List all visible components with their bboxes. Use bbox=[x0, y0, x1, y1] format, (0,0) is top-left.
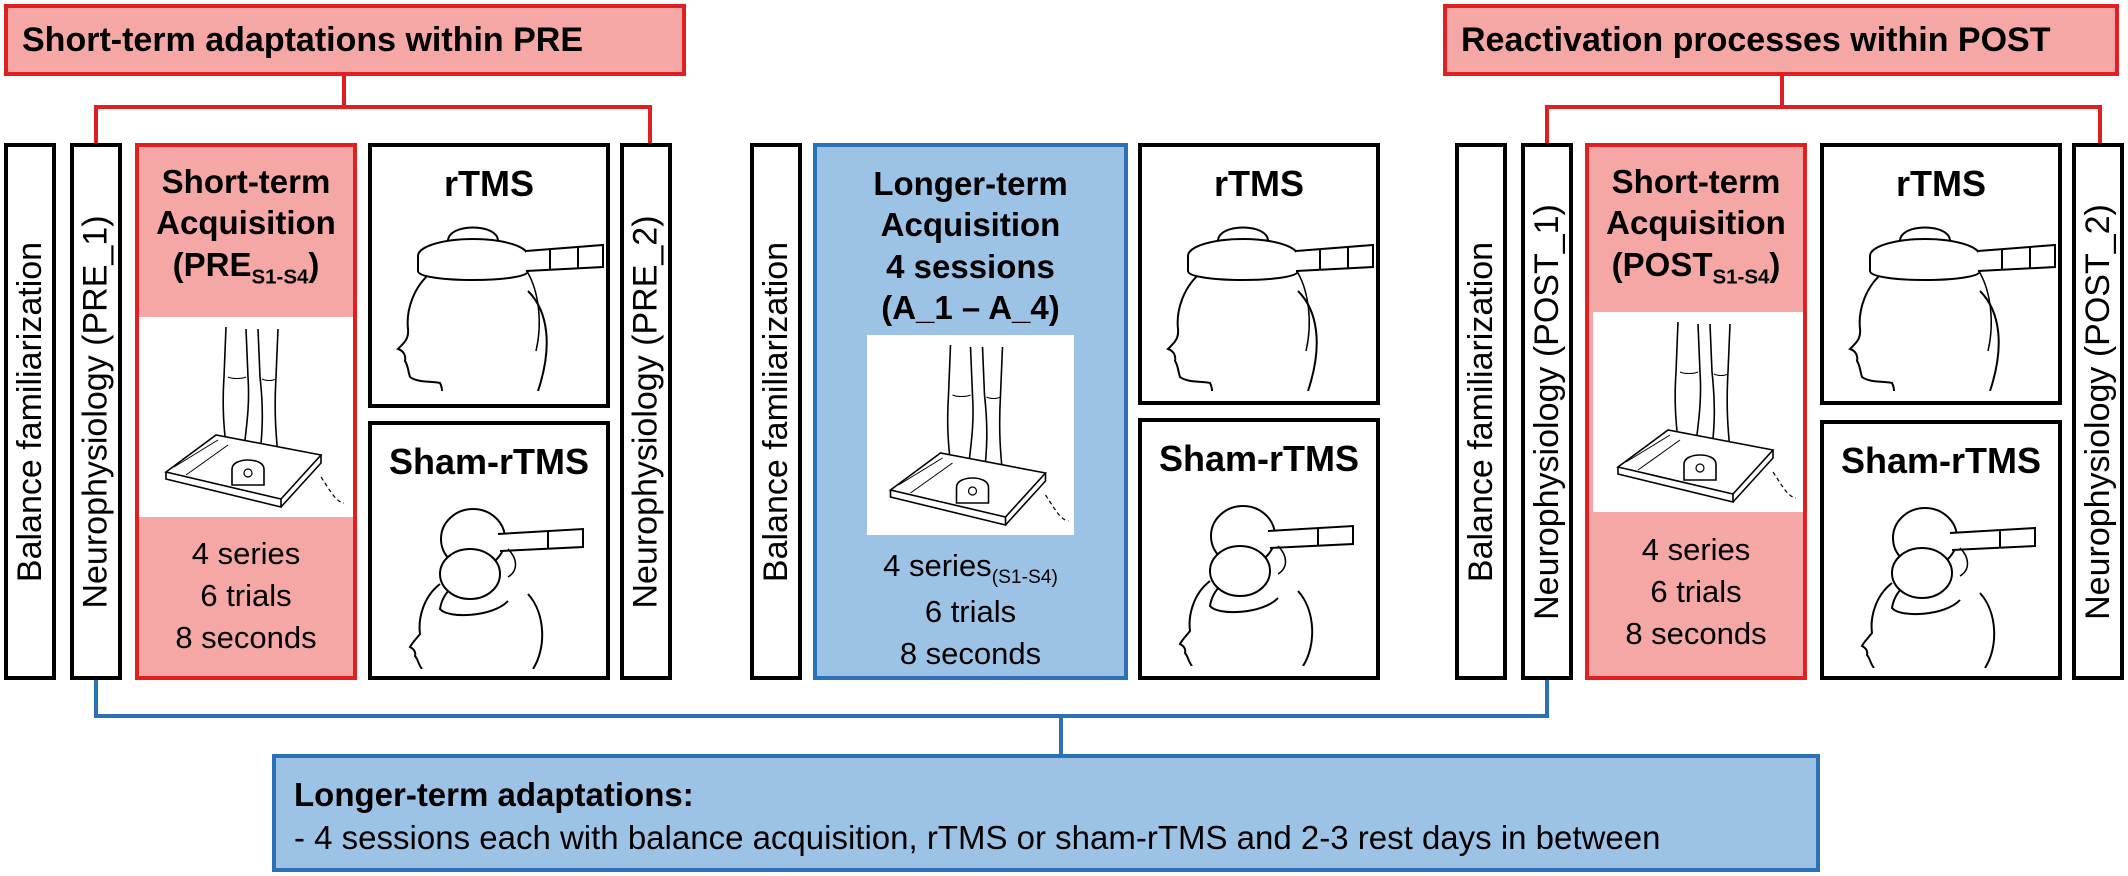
pre-acq-trials: 6 trials bbox=[200, 577, 292, 613]
neurophysiology-pre1-label: Neurophysiology (PRE_1) bbox=[77, 214, 116, 609]
post-acq-series: 4 series bbox=[1641, 532, 1751, 567]
pre-rtms-label: rTMS bbox=[444, 163, 534, 204]
column-balance-familiarization-post: Balance familiarization bbox=[1455, 143, 1507, 680]
bottom-bracket-leg-pre1 bbox=[94, 680, 98, 718]
left-bracket-leg-pre1 bbox=[94, 105, 98, 143]
longer-acq-line3: 4 sessions bbox=[886, 247, 1055, 285]
neurophysiology-post2-label: Neurophysiology (POST_2) bbox=[2079, 203, 2117, 620]
rtms-head-icon bbox=[1148, 211, 1378, 391]
longer-term-adaptations-text: - 4 sessions each with balance acquisiti… bbox=[294, 818, 1661, 856]
header-short-term-pre-label: Short-term adaptations within PRE bbox=[22, 20, 584, 59]
longer-acq-series: 4 series(S1-S4) bbox=[883, 548, 1058, 589]
longer-term-adaptations-title: Longer-term adaptations: bbox=[294, 776, 694, 813]
longer-balance-platform-image bbox=[867, 335, 1074, 535]
post-acq-line3: (POSTS1-S4) bbox=[1611, 245, 1781, 289]
bottom-bracket-bar bbox=[94, 714, 1549, 718]
header-short-term-pre: Short-term adaptations within PRE bbox=[4, 4, 686, 76]
balance-familiarization-post-label: Balance familiarization bbox=[1462, 241, 1501, 582]
pre-acq-line3: (PRES1-S4) bbox=[172, 245, 320, 289]
post-rtms-box: rTMS bbox=[1820, 143, 2062, 405]
sham-head-icon bbox=[1830, 488, 2060, 668]
post-balance-platform-image bbox=[1593, 312, 1803, 512]
pre-acq-seconds: 8 seconds bbox=[175, 619, 317, 655]
mid-sham-box: Sham-rTMS bbox=[1138, 418, 1380, 680]
pre-acq-line2: Acquisition bbox=[156, 204, 336, 242]
right-bracket-leg-post1 bbox=[1545, 105, 1549, 143]
rtms-head-icon bbox=[378, 211, 608, 391]
mid-sham-label: Sham-rTMS bbox=[1158, 438, 1360, 479]
longer-acq-line4: (A_1 – A_4) bbox=[881, 288, 1060, 326]
pre-acq-line1: Short-term bbox=[161, 163, 331, 200]
sham-head-icon bbox=[378, 489, 608, 669]
header-reactivation-post-label: Reactivation processes within POST bbox=[1461, 20, 2051, 59]
post-short-term-acquisition: Short-term Acquisition (POSTS1-S4) 4 ser… bbox=[1585, 143, 1807, 680]
neurophysiology-post1-label: Neurophysiology (POST_1) bbox=[1528, 203, 1566, 620]
pre-short-term-acquisition: Short-term Acquisition (PRES1-S4) 4 seri… bbox=[135, 143, 357, 680]
column-balance-familiarization-pre: Balance familiarization bbox=[4, 143, 56, 680]
sham-head-icon bbox=[1148, 486, 1378, 666]
mid-rtms-label: rTMS bbox=[1214, 163, 1304, 204]
longer-acq-trials: 6 trials bbox=[924, 594, 1017, 630]
right-bracket-leg-post2 bbox=[2098, 105, 2102, 143]
post-sham-box: Sham-rTMS bbox=[1820, 420, 2062, 680]
mid-rtms-box: rTMS bbox=[1138, 143, 1380, 405]
pre-acq-series: 4 series bbox=[191, 536, 301, 571]
post-acq-trials: 6 trials bbox=[1650, 573, 1742, 609]
pre-balance-platform-image bbox=[139, 317, 353, 517]
right-bracket-stem bbox=[1780, 74, 1784, 108]
balance-familiarization-label: Balance familiarization bbox=[11, 241, 50, 582]
longer-acq-line1: Longer-term bbox=[873, 165, 1068, 202]
rtms-head-icon bbox=[1830, 211, 2060, 391]
longer-acq-line2: Acquisition bbox=[880, 206, 1061, 244]
balance-familiarization-mid-label: Balance familiarization bbox=[757, 241, 796, 582]
longer-acq-seconds: 8 seconds bbox=[899, 635, 1042, 671]
post-sham-label: Sham-rTMS bbox=[1840, 440, 2042, 481]
pre-sham-box: Sham-rTMS bbox=[368, 421, 610, 680]
bottom-bracket-leg-post1 bbox=[1545, 680, 1549, 718]
post-rtms-label: rTMS bbox=[1896, 163, 1986, 204]
left-bracket-leg-pre2 bbox=[648, 105, 652, 143]
pre-sham-label: Sham-rTMS bbox=[388, 441, 590, 482]
right-bracket-bar bbox=[1545, 105, 2102, 109]
column-neurophysiology-pre1: Neurophysiology (PRE_1) bbox=[70, 143, 122, 680]
longer-term-adaptations-box: Longer-term adaptations: - 4 sessions ea… bbox=[272, 754, 1820, 872]
post-acq-seconds: 8 seconds bbox=[1625, 615, 1767, 651]
post-acq-line1: Short-term bbox=[1611, 163, 1781, 200]
longer-term-acquisition: Longer-term Acquisition 4 sessions (A_1 … bbox=[813, 143, 1128, 680]
column-balance-familiarization-mid: Balance familiarization bbox=[750, 143, 802, 680]
column-neurophysiology-pre2: Neurophysiology (PRE_2) bbox=[620, 143, 672, 680]
bottom-bracket-stem bbox=[1059, 714, 1063, 756]
neurophysiology-pre2-label: Neurophysiology (PRE_2) bbox=[627, 214, 666, 609]
header-reactivation-post: Reactivation processes within POST bbox=[1443, 4, 2119, 76]
post-acq-line2: Acquisition bbox=[1606, 204, 1786, 242]
left-bracket-bar bbox=[94, 105, 652, 109]
column-neurophysiology-post1: Neurophysiology (POST_1) bbox=[1521, 143, 1573, 680]
left-bracket-stem bbox=[342, 74, 346, 108]
column-neurophysiology-post2: Neurophysiology (POST_2) bbox=[2072, 143, 2124, 680]
pre-rtms-box: rTMS bbox=[368, 143, 610, 408]
